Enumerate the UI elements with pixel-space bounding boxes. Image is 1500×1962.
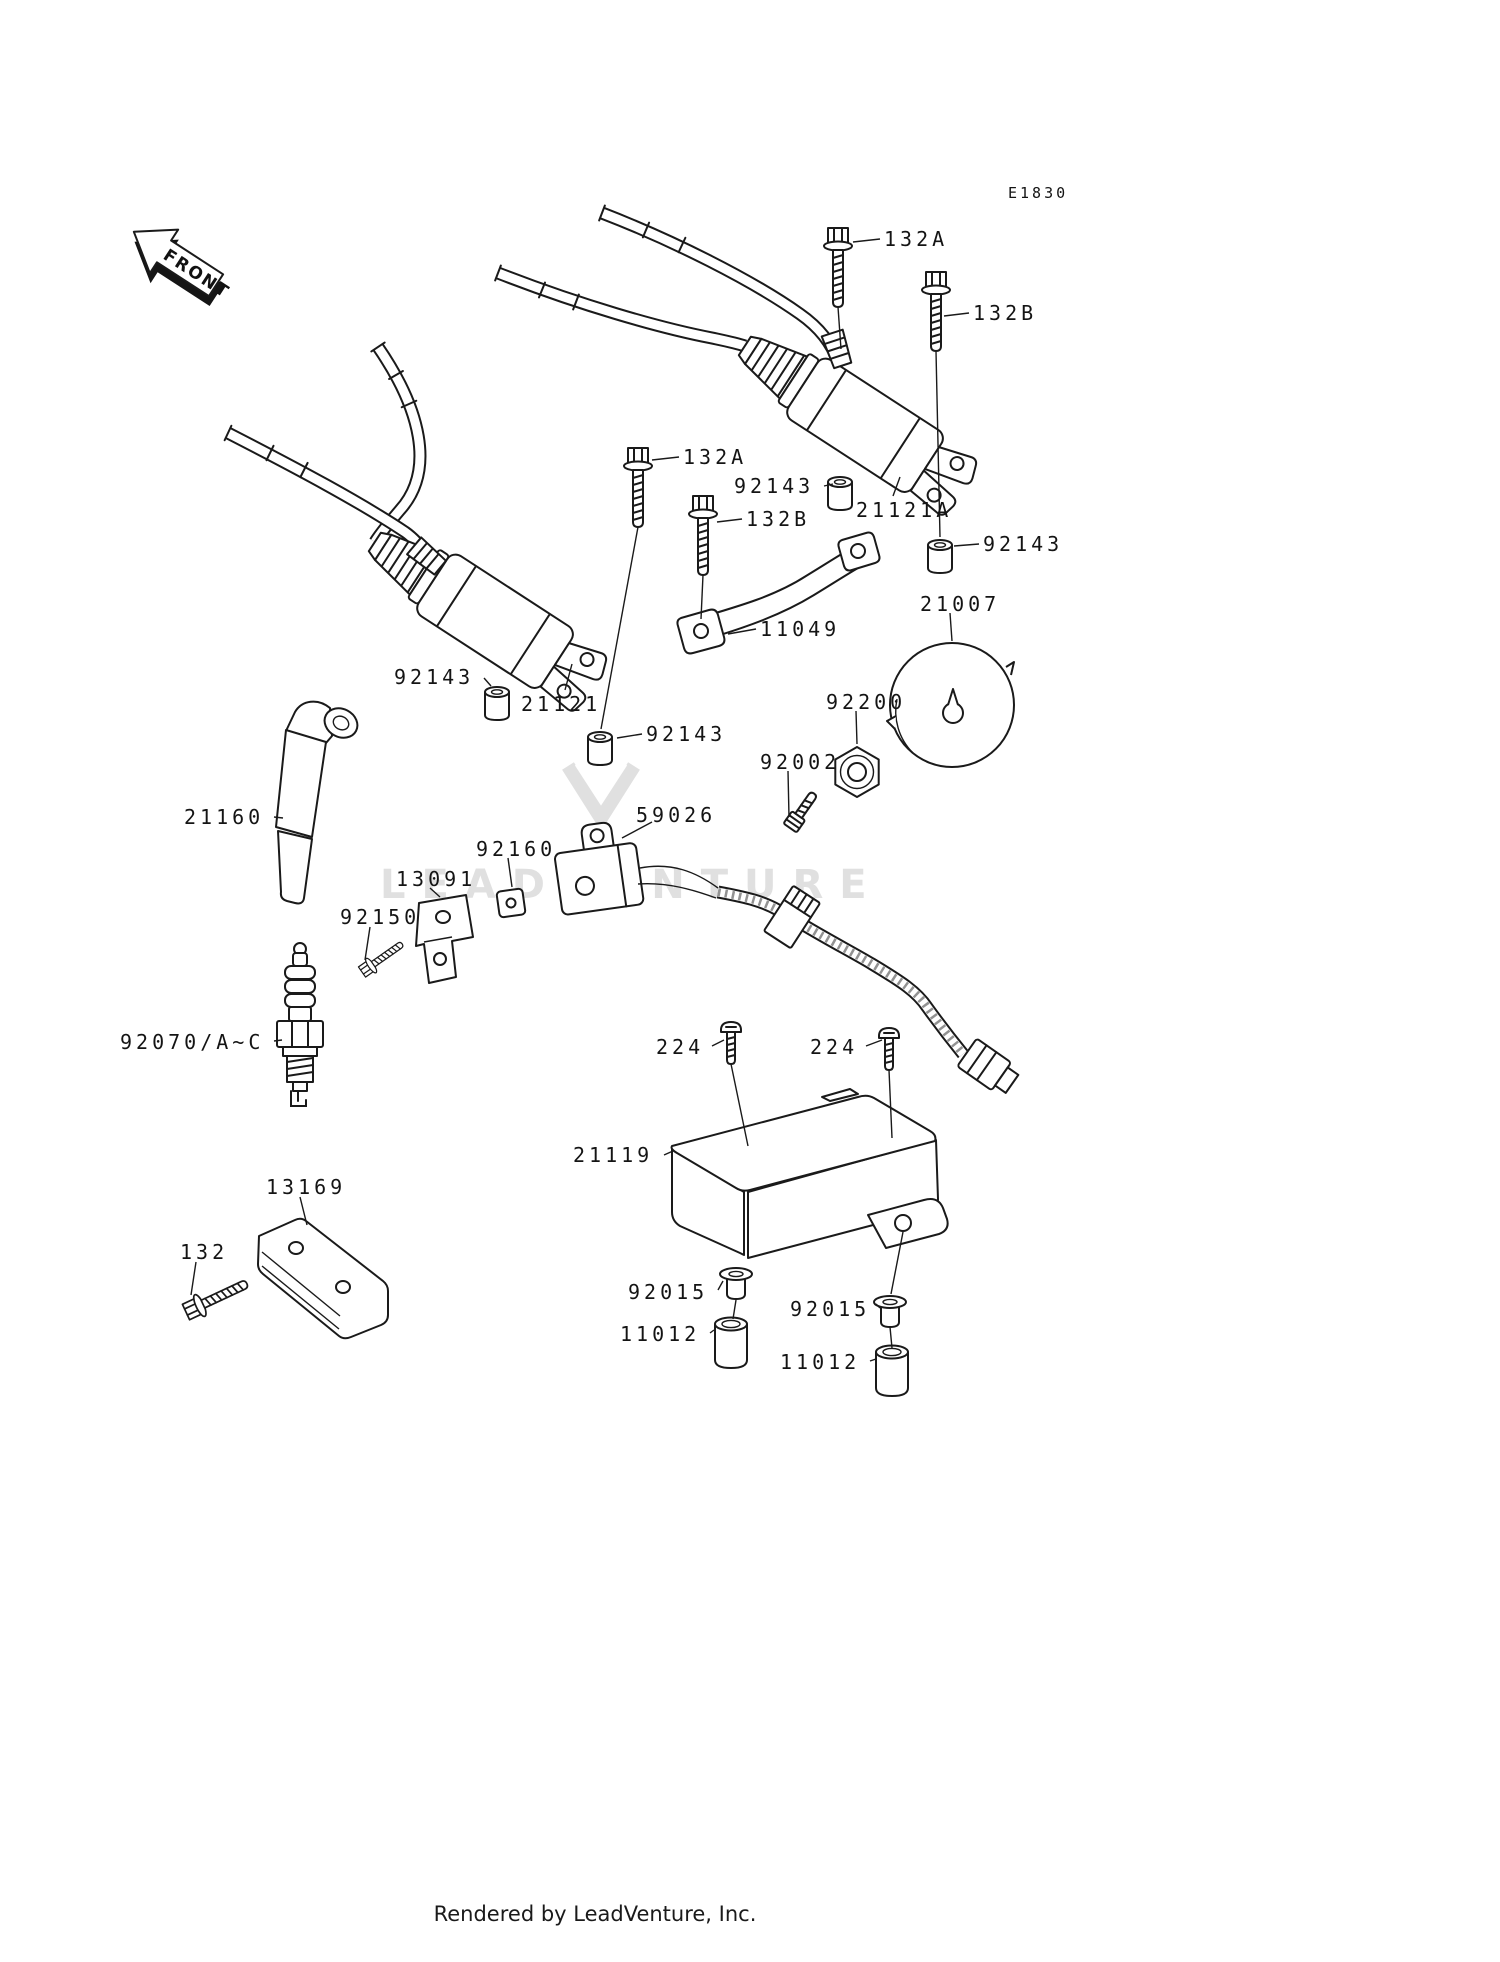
damper-11012-right	[875, 1344, 909, 1397]
part-label-224-left: 224	[656, 1035, 705, 1059]
part-label-92070: 92070/A~C	[120, 1030, 265, 1054]
footer-credit: Rendered by LeadVenture, Inc.	[433, 1902, 757, 1926]
part-label-224-right: 224	[810, 1035, 859, 1059]
part-label-92015-right: 92015	[790, 1297, 871, 1321]
collar-92143-d	[587, 731, 613, 766]
bolt-132	[180, 1271, 253, 1324]
part-label-11049: 11049	[760, 617, 841, 641]
grommet-92015-left	[719, 1267, 753, 1300]
screw-224-right	[878, 1027, 900, 1071]
part-label-92160: 92160	[476, 837, 557, 861]
spark-plug-92070	[276, 942, 324, 1107]
part-label-21121a: 21121A	[856, 498, 953, 522]
bolt-132a-mid	[623, 447, 653, 528]
damper-11012-left	[714, 1316, 748, 1369]
igniter-21119	[670, 1088, 949, 1259]
coil-boot-top	[820, 328, 853, 370]
part-label-13169: 13169	[266, 1175, 347, 1199]
collar-92143-b	[927, 539, 953, 574]
damper-92160	[495, 887, 527, 919]
grommet-92015-right	[873, 1295, 907, 1328]
part-label-132a-top: 132A	[884, 227, 949, 251]
part-label-92143-d: 92143	[646, 722, 727, 746]
part-label-21160: 21160	[184, 805, 265, 829]
part-label-92143-c: 92143	[394, 665, 475, 689]
spark-plug-wires	[223, 204, 845, 562]
part-label-21007: 21007	[920, 592, 1001, 616]
part-label-92143-b: 92143	[983, 532, 1064, 556]
screw-92002	[783, 791, 818, 833]
part-label-11012-right: 11012	[780, 1350, 861, 1374]
part-label-92002: 92002	[760, 750, 841, 774]
part-label-11012-left: 11012	[620, 1322, 701, 1346]
pickup-coil-59026	[553, 821, 1020, 1094]
plug-cap-21160	[275, 700, 359, 905]
harness-clamp	[763, 885, 821, 949]
diagram-code: E1830	[1008, 184, 1069, 202]
part-label-132: 132	[180, 1240, 229, 1264]
harness-connector	[957, 1038, 1020, 1094]
collar-92143-a	[827, 476, 853, 511]
part-label-92200: 92200	[826, 690, 907, 714]
bolt-92150	[356, 936, 408, 980]
part-label-92150: 92150	[340, 905, 421, 929]
holder-13091	[415, 894, 474, 984]
part-label-92015-left: 92015	[628, 1280, 709, 1304]
bolt-132b-mid	[688, 495, 718, 576]
plate-13169	[257, 1217, 389, 1340]
bracket-11049	[676, 531, 881, 655]
part-label-21121: 21121	[521, 692, 602, 716]
part-label-21119: 21119	[573, 1143, 654, 1167]
part-label-92143-a: 92143	[734, 474, 815, 498]
part-label-132b-mid: 132B	[746, 507, 811, 531]
leader-lines	[190, 238, 980, 1362]
part-label-132b-top: 132B	[973, 301, 1038, 325]
bolt-132a-top	[823, 227, 853, 308]
part-label-132a-mid: 132A	[683, 445, 748, 469]
screw-224-left	[720, 1021, 742, 1065]
collar-92143-c	[484, 686, 510, 721]
front-arrow: FRONT	[132, 228, 233, 307]
nut-92200	[834, 746, 880, 798]
coil-boot-bottom	[406, 536, 447, 576]
bolt-132b-top	[921, 271, 951, 352]
part-label-59026: 59026	[636, 803, 717, 827]
part-label-13091: 13091	[396, 867, 477, 891]
cover-21007	[886, 642, 1015, 768]
